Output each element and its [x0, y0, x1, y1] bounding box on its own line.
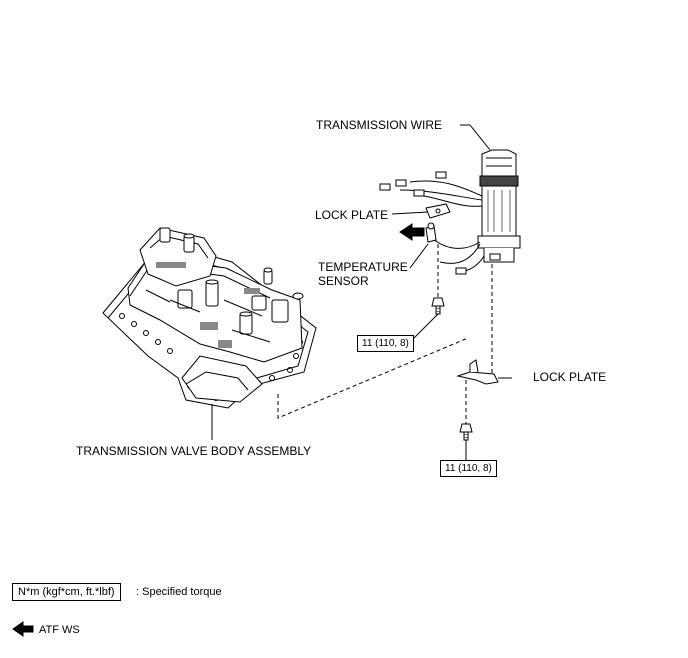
- label-valve-body: TRANSMISSION VALVE BODY ASSEMBLY: [76, 444, 312, 458]
- transmission-wire-leader-b: [469, 124, 491, 151]
- legend-atf-arrow-icon: [12, 621, 34, 637]
- legend-torque-unit: N*m (kgf*cm, ft.*lbf): [12, 583, 121, 601]
- label-lock-plate-lower: LOCK PLATE: [533, 370, 607, 384]
- lock-plate-upper-leader: [391, 211, 429, 215]
- label-lock-plate-upper: LOCK PLATE: [315, 208, 389, 222]
- valve-body-assembly-illustration: [102, 227, 317, 409]
- transmission-wire-illustration: [379, 149, 521, 275]
- dashed-valve-to-plate: [277, 337, 469, 419]
- torque-box-plate-bolt: 11 (110, 8): [440, 460, 497, 477]
- legend-fluid-label: ATF WS: [39, 624, 80, 636]
- bolt-upper-icon: [431, 297, 445, 315]
- label-transmission-wire: TRANSMISSION WIRE: [316, 118, 443, 132]
- atf-arrow-icon: [399, 223, 425, 241]
- temperature-sensor-leader: [409, 243, 429, 269]
- lock-plate-lower-illustration: [456, 359, 512, 385]
- torque-upper-leader: [409, 313, 439, 343]
- label-temperature-sensor-line1: TEMPERATURE: [318, 260, 408, 274]
- label-temperature-sensor-line2: SENSOR: [318, 274, 369, 288]
- legend-torque-description: : Specified torque: [136, 586, 222, 598]
- bolt-lower-icon: [459, 423, 473, 441]
- torque-box-sensor-bolt: 11 (110, 8): [357, 335, 414, 352]
